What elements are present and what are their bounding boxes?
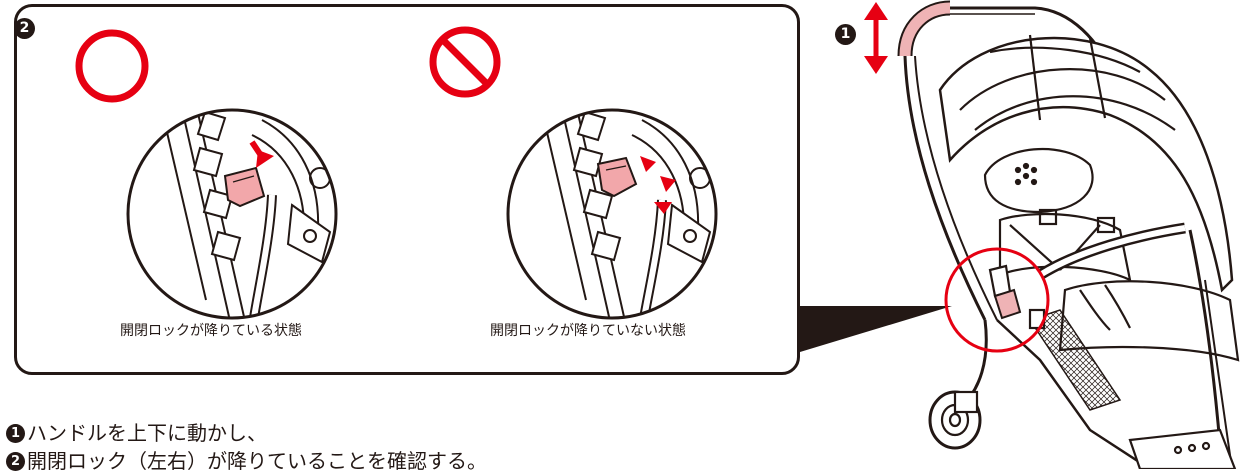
step-two-marker: 2 <box>14 18 35 39</box>
step-one-bullet: 1 <box>6 423 25 443</box>
latch-detail-unlocked <box>506 108 718 320</box>
prohibited-icon <box>429 26 501 98</box>
instruction-step-one-text: ハンドルを上下に動かし、 <box>27 421 267 445</box>
latch-detail-locked <box>126 108 338 320</box>
instruction-step-one: 1 ハンドルを上下に動かし、 <box>6 420 487 446</box>
callout-pointer <box>800 306 952 352</box>
unlocked-state-caption: 開閉ロックが降りていない状態 <box>490 323 686 339</box>
stroller-illustration <box>897 0 1240 469</box>
step-two-bullet: 2 <box>6 451 25 471</box>
lock-highlight-ring <box>944 247 1050 353</box>
locked-state-caption: 開閉ロックが降りている状態 <box>120 323 302 339</box>
instruction-text: 1 ハンドルを上下に動かし、 2 開閉ロック（左右）が降りていることを確認する。 <box>6 420 487 474</box>
correct-circle-icon <box>75 29 149 103</box>
instruction-step-two-text: 開閉ロック（左右）が降りていることを確認する。 <box>27 449 487 473</box>
up-down-arrow-icon <box>864 2 888 74</box>
instruction-step-two: 2 開閉ロック（左右）が降りていることを確認する。 <box>6 448 487 474</box>
step-one-marker: 1 <box>835 24 856 45</box>
